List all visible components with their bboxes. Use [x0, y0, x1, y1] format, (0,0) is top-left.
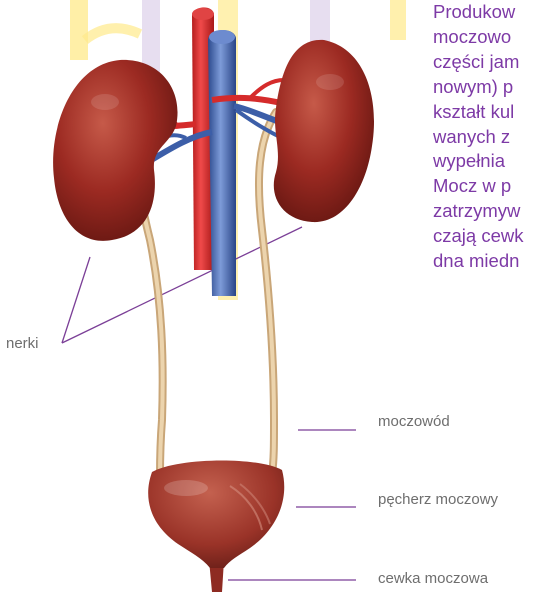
urethra-label: cewka moczowa — [378, 570, 488, 588]
paragraph-line: wypełnia — [433, 149, 540, 174]
paragraph-line: wanych z — [433, 125, 540, 150]
description-paragraph: Produkow moczowo części jam nowym) p ksz… — [433, 0, 540, 274]
paragraph-line: Produkow — [433, 0, 540, 25]
paragraph-line: zatrzymyw — [433, 199, 540, 224]
vena-cava — [208, 30, 236, 296]
paragraph-line: dna miedn — [433, 249, 540, 274]
paragraph-line: Mocz w p — [433, 174, 540, 199]
kidneys-label: nerki — [6, 335, 39, 353]
paragraph-line: części jam — [433, 50, 540, 75]
bladder-label: pęcherz moczowy — [378, 491, 498, 509]
bladder — [148, 460, 284, 568]
paragraph-line: czają cewk — [433, 224, 540, 249]
paragraph-line: moczowo — [433, 25, 540, 50]
right-kidney — [274, 40, 374, 222]
left-kidney — [53, 60, 177, 241]
paragraph-line: nowym) p — [433, 75, 540, 100]
kidney-leader-line-left — [62, 257, 90, 343]
paragraph-line: kształt kul — [433, 100, 540, 125]
ureter-label: moczowód — [378, 413, 450, 431]
bladder-group — [148, 460, 284, 592]
